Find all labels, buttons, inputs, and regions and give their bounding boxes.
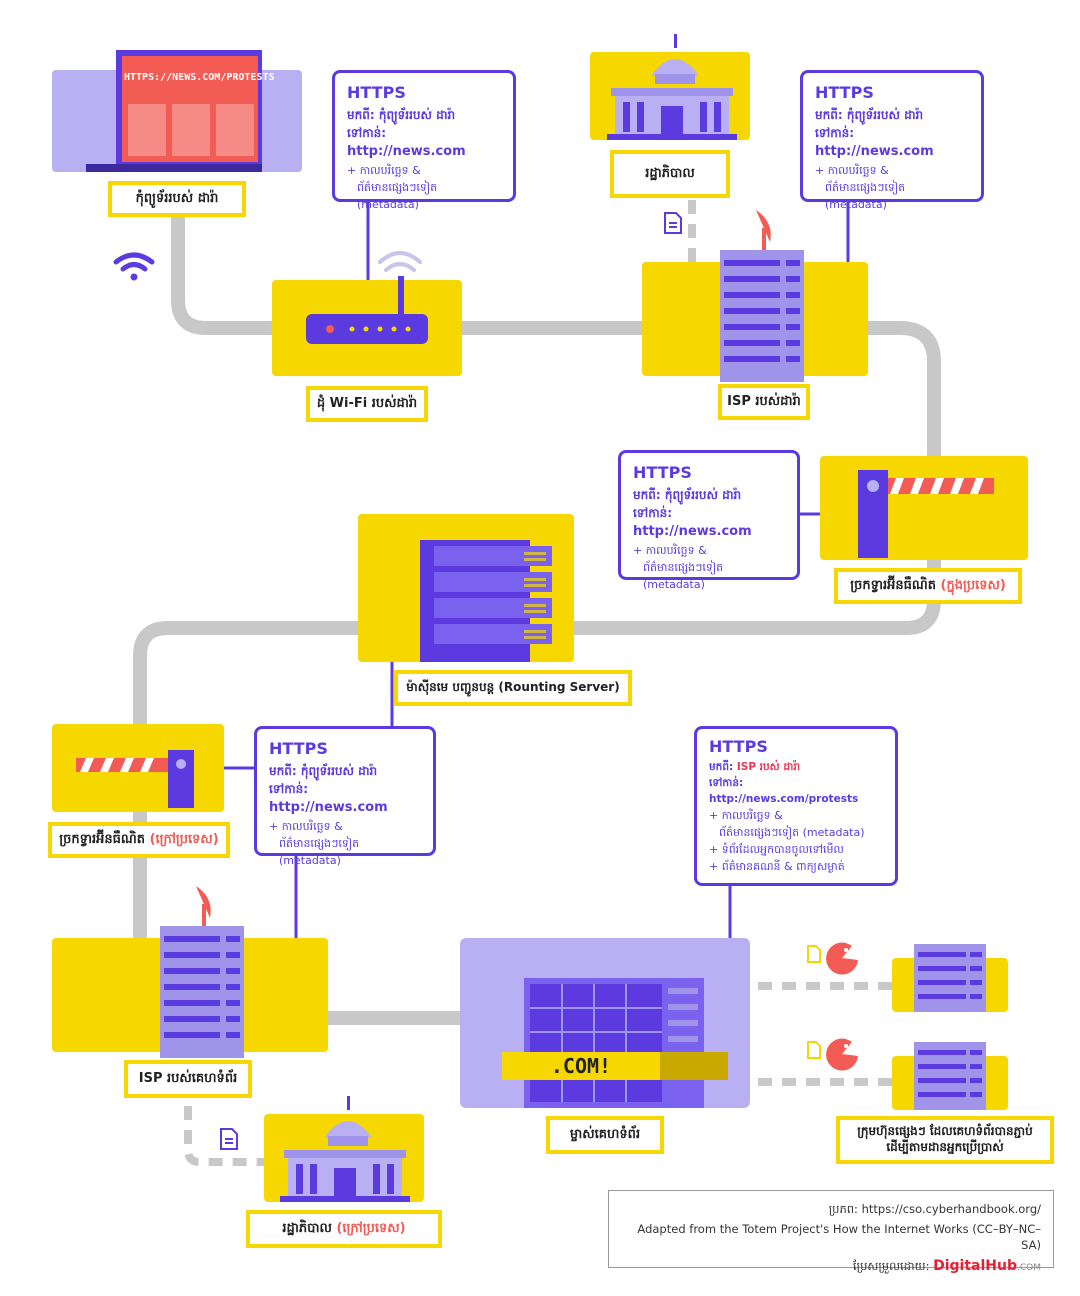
info-to-key: ទៅកាន់: (709, 776, 744, 789)
tracker-building-icon (914, 1042, 988, 1114)
info-extra2: ព័ត៌មានផ្សេងៗទៀត (metadata) (279, 836, 360, 867)
info-from-key: មកពី: (633, 488, 661, 502)
gateway-out-label-main: ច្រកទ្វារអ៊ីនធឺណិត (59, 831, 146, 847)
info-extra1: + កាលបរិច្ឆេទ & (633, 543, 707, 557)
document-icon (664, 212, 682, 238)
isp-home-building-icon (716, 206, 816, 386)
info-to-key: ទៅកាន់: (815, 126, 855, 140)
gateway-barrier-icon (856, 468, 996, 564)
gateway-in-label: ច្រកទ្វារអ៊ីនធឺណិត (ក្នុងប្រទេស) (834, 568, 1022, 604)
laptop-screen-url: HTTPS://NEWS.COM/PROTESTS (124, 72, 275, 83)
info-from-key: មកពី: (269, 764, 297, 778)
gov-abroad-label-main: រដ្ឋាភិបាល (282, 1220, 332, 1236)
tracker-pacman-icon (806, 1034, 862, 1078)
info-from-val: កុំព្យូទ័ររបស់ ដារ៉ា (664, 488, 742, 502)
government-building-icon (605, 32, 739, 144)
info-title: HTTPS (815, 83, 874, 102)
digitalhub-logo: DigitalHub.COM (933, 1258, 1041, 1274)
info-extra1: + កាលបរិច្ឆេទ & (347, 163, 421, 177)
brand-suffix: .COM (1017, 1263, 1041, 1274)
info-extra1: + កាលបរិច្ឆេទ & (269, 819, 343, 833)
government-building-icon (278, 1094, 412, 1206)
info-from-key: មកពី: (347, 108, 375, 122)
info-extra2: ព័ត៌មានផ្សេងៗទៀត (metadata) (643, 560, 724, 591)
gov-abroad-label: រដ្ឋាភិបាល (ក្រៅប្រទេស) (246, 1210, 442, 1248)
gateway-in-label-main: ច្រកទ្វារអ៊ីនធឺណិត (850, 577, 936, 593)
document-icon (220, 1128, 238, 1154)
server-rack-icon (416, 540, 556, 666)
info-extra2: ព័ត៌មានផ្សេងៗទៀត (metadata) (719, 826, 865, 840)
info-to-val: http://news.com (269, 800, 388, 815)
credit-source: ប្រភព: https://cso.cyberhandbook.org/ (828, 1202, 1041, 1216)
info-extra1: + កាលបរិច្ឆេទ & (709, 809, 783, 823)
trackers-label: ក្រុមហ៊ុនផ្សេងៗ ដែលគេហទំព័របានភ្ជាប់ ដើម… (836, 1116, 1054, 1164)
info-box-router: HTTPS មកពី: កុំព្យូទ័ររបស់ ដារ៉ា ទៅកាន់:… (332, 70, 516, 211)
router-label: ដុំ Wi-Fi របស់ដារ៉ា (306, 386, 428, 422)
routing-server-label: ម៉ាស៊ីនមេ បញ្ជូនបន្ត (Rounting Server) (394, 670, 632, 706)
gov-abroad-label-tag: (ក្រៅប្រទេស) (336, 1220, 406, 1236)
info-from-val: កុំព្យូទ័ររបស់ ដារ៉ា (846, 108, 924, 122)
info-box-site: HTTPS មកពី: ISP របស់ ដារ៉ា ទៅកាន់: http:… (694, 726, 898, 886)
gateway-in-label-tag: (ក្នុងប្រទេស) (940, 577, 1006, 593)
info-from-key: មកពី: (815, 108, 843, 122)
brand-red: DigitalHub (933, 1258, 1017, 1275)
info-to-val: http://news.com/protests (709, 792, 859, 805)
info-title: HTTPS (347, 83, 406, 102)
isp-site-label: ISP របស់គេហទំព័រ (124, 1060, 252, 1098)
info-extra2: ព័ត៌មានផ្សេងៗទៀត (metadata) (357, 180, 438, 211)
site-sign-side (660, 1052, 728, 1080)
info-from-val: កុំព្យូទ័ររបស់ ដារ៉ា (300, 764, 378, 778)
laptop-label: កុំព្យូទ័ររបស់ ដារ៉ា (108, 181, 246, 217)
info-box-isp: HTTPS មកពី: កុំព្យូទ័ររបស់ ដារ៉ា ទៅកាន់:… (800, 70, 984, 211)
site-sign-text: .COM! (550, 1054, 612, 1078)
gateway-in-panel (820, 456, 1028, 560)
info-extra2: ព័ត៌មានផ្សេងៗទៀត (metadata) (825, 180, 906, 211)
credit-edited-by: ប្រែសម្រួលដោយ: (853, 1259, 930, 1274)
info-extra1: + កាលបរិច្ឆេទ & (815, 163, 889, 177)
router-icon (300, 240, 434, 354)
info-to-val: http://news.com (347, 144, 466, 159)
wifi-icon (112, 250, 156, 286)
info-from-val: ISP របស់ ដារ៉ា (736, 761, 800, 773)
info-to-val: http://news.com (815, 144, 934, 159)
info-to-key: ទៅកាន់: (633, 506, 673, 520)
info-title: HTTPS (709, 737, 768, 756)
tracker-building-icon (914, 944, 988, 1016)
gateway-out-label-tag: (ក្រៅប្រទេស) (149, 831, 219, 847)
credit-adapted: Adapted from the Totem Project's How the… (637, 1221, 1041, 1252)
info-to-key: ទៅកាន់: (347, 126, 387, 140)
gateway-barrier-icon (76, 748, 198, 814)
site-owner-label: ម្ចាស់គេហទំព័រ (546, 1116, 664, 1154)
info-extra3: + ទំព័រដែលអ្នកបានចូលទៅមើល (709, 843, 844, 857)
info-to-key: ទៅកាន់: (269, 782, 309, 796)
info-from-key: មកពី: (709, 761, 734, 773)
isp-site-building-icon (156, 882, 256, 1062)
site-sign (502, 1052, 660, 1080)
info-title: HTTPS (633, 463, 692, 482)
info-extra4: + ព័ត៌មានគណនី & ពាក្យសម្ងាត់ (709, 860, 845, 874)
gateway-out-label: ច្រកទ្វារអ៊ីនធឺណិត (ក្រៅប្រទេស) (48, 822, 230, 858)
office-building-icon (522, 978, 708, 1112)
credit-box: ប្រភព: https://cso.cyberhandbook.org/ Ad… (608, 1190, 1054, 1274)
info-to-val: http://news.com (633, 524, 752, 539)
gov-home-label: រដ្ឋាភិបាល (610, 150, 730, 198)
info-title: HTTPS (269, 739, 328, 758)
info-box-gateway-out: HTTPS មកពី: កុំព្យូទ័ររបស់ ដារ៉ា ទៅកាន់:… (254, 726, 436, 867)
laptop-icon (86, 50, 264, 172)
info-from-val: កុំព្យូទ័ររបស់ ដារ៉ា (378, 108, 456, 122)
info-box-gateway-in: HTTPS មកពី: កុំព្យូទ័ររបស់ ដារ៉ា ទៅកាន់:… (618, 450, 800, 591)
isp-home-label: ISP របស់ដារ៉ា (718, 384, 810, 420)
tracker-pacman-icon (806, 938, 862, 982)
